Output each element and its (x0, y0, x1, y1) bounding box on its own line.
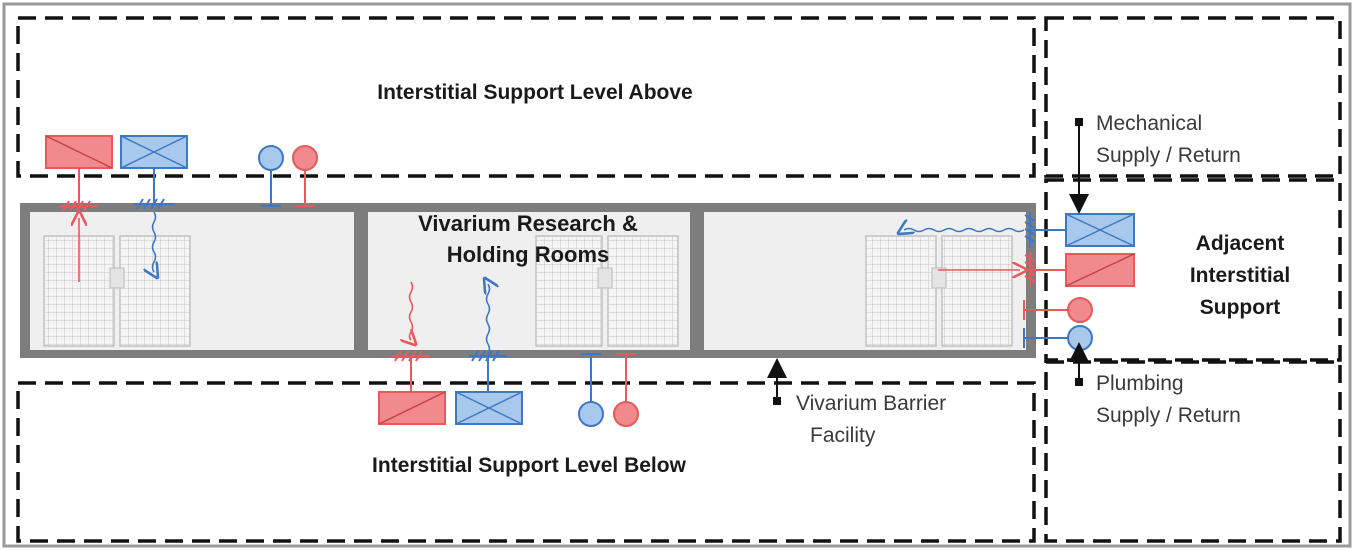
duct-box-supply-icon (45, 135, 113, 169)
label-level-below: Interstitial Support Level Below (372, 454, 687, 477)
zone-level-below (16, 381, 1036, 543)
duct-box-return-icon (1065, 213, 1135, 247)
pipe-valve-return-icon (578, 353, 604, 427)
supply-damper-left (60, 200, 98, 212)
animal-rack-icon (535, 235, 679, 347)
zone-level-above (16, 16, 1036, 178)
supply-damper-right (1024, 252, 1036, 288)
duct-box-supply-icon (1065, 253, 1135, 287)
pipe-valve-supply-icon (1023, 297, 1093, 323)
label-research-line1: Vivarium Research & (418, 211, 638, 236)
label-barrier-line1: Vivarium Barrier (796, 392, 946, 415)
plumbing-callout-pointer (1069, 342, 1089, 386)
label-mechanical-line1: Mechanical (1096, 112, 1202, 135)
label-plumbing-line1: Plumbing (1096, 372, 1184, 395)
label-research-line2: Holding Rooms (447, 242, 610, 267)
pipe-valve-return-icon (258, 145, 284, 207)
animal-rack-icon (865, 235, 1013, 347)
duct-box-return-icon (455, 391, 523, 425)
pipe-valve-supply-icon (613, 353, 639, 427)
label-adjacent-line2: Interstitial (1190, 264, 1290, 287)
label-mechanical-line2: Supply / Return (1096, 144, 1241, 167)
label-barrier-line2: Facility (810, 424, 876, 447)
label-plumbing-line2: Supply / Return (1096, 404, 1241, 427)
return-airflow-arrow-right (904, 229, 1025, 232)
return-damper-right (1024, 212, 1036, 248)
duct-box-supply-icon (378, 391, 446, 425)
return-airflow-arrow-left (153, 211, 156, 272)
duct-box-return-icon (120, 135, 188, 169)
zone-adjacent-bottom (1044, 360, 1342, 543)
zone-adjacent-middle (1044, 178, 1342, 362)
label-adjacent-line3: Support (1200, 296, 1280, 319)
mechanical-callout-pointer (1069, 118, 1089, 214)
supply-airflow-arrow-center (410, 281, 413, 340)
return-damper-left (134, 198, 174, 210)
barrier-callout-pointer (767, 358, 787, 405)
label-level-above: Interstitial Support Level Above (377, 81, 692, 104)
return-airflow-arrow-center (487, 284, 490, 355)
zone-adjacent-top (1044, 16, 1342, 178)
label-adjacent-line1: Adjacent (1196, 232, 1285, 255)
pipe-valve-supply-icon (292, 145, 318, 207)
